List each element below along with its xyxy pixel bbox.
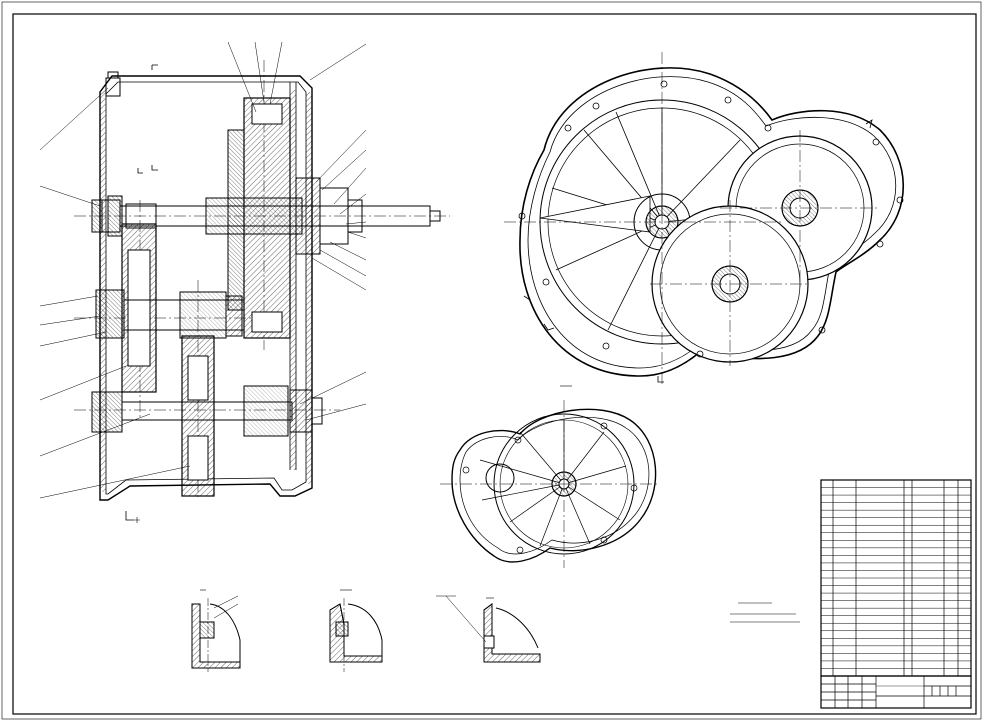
side-view (504, 52, 905, 384)
inner-frame (12, 13, 977, 715)
detail-view-2 (329, 589, 383, 672)
bill-of-materials (820, 479, 972, 677)
front-section-view (39, 41, 450, 523)
detail-view-1 (191, 589, 241, 672)
technical-requirements (730, 602, 800, 623)
title-block (820, 675, 972, 709)
detail-view-3 (436, 595, 541, 663)
bottom-view (440, 385, 660, 568)
